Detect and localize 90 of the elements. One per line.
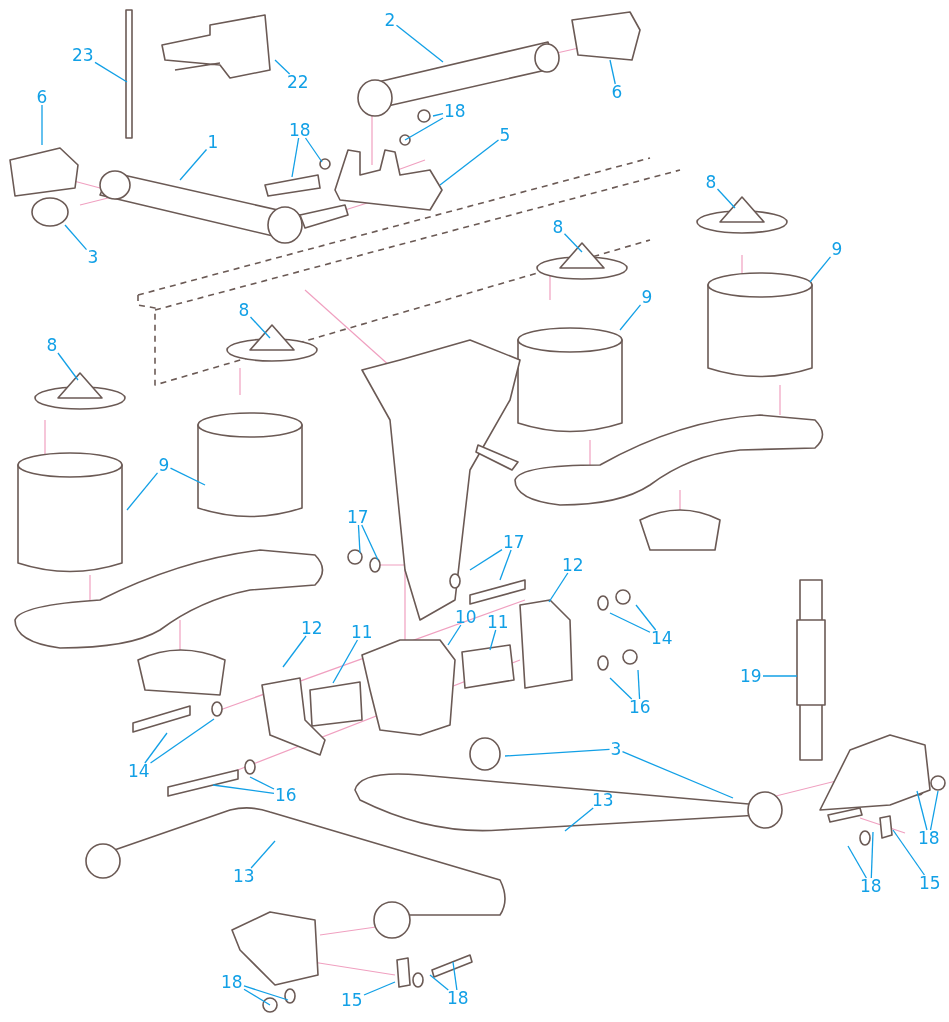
leader-line (809, 256, 832, 283)
leader-line (716, 188, 736, 209)
callout-number: 8 (46, 335, 58, 355)
callout-number: 17 (347, 507, 369, 527)
leader-line (432, 113, 444, 117)
leader-line (499, 549, 512, 581)
callout-number: 23 (72, 45, 94, 65)
leader-line (563, 233, 583, 253)
leader-line (291, 137, 300, 178)
leader-line (144, 732, 168, 764)
leader-line (249, 776, 275, 790)
leader-line (548, 572, 569, 603)
leader-line (363, 981, 396, 996)
leader-line (916, 790, 928, 831)
leader-line (395, 24, 444, 63)
callout-number: 10 (455, 607, 477, 627)
leader-line (609, 677, 633, 700)
leader-line (429, 974, 449, 991)
callout-number: 5 (499, 125, 511, 145)
leader-line (357, 524, 361, 554)
leader-line (41, 104, 43, 146)
callout-number: 18 (918, 828, 940, 848)
leader-line (619, 304, 642, 331)
callout-number: 8 (238, 300, 250, 320)
leader-line (564, 807, 594, 832)
callout-number: 9 (831, 239, 843, 259)
leader-line (149, 718, 215, 764)
callout-number: 18 (447, 988, 469, 1008)
callout-number: 12 (562, 555, 584, 575)
callout-number: 3 (87, 247, 99, 267)
callout-number: 11 (487, 612, 509, 632)
leader-line (243, 988, 271, 1006)
leader-line (126, 472, 159, 511)
leader-line (64, 224, 88, 251)
callout-number: 9 (158, 455, 170, 475)
callout-number: 2 (384, 10, 396, 30)
leader-line (179, 148, 208, 181)
callout-number: 18 (860, 876, 882, 896)
leader-line (892, 829, 926, 876)
leader-line (621, 751, 734, 799)
leader-line (609, 59, 616, 85)
callout-number: 15 (341, 990, 363, 1010)
callout-number: 16 (275, 785, 297, 805)
leader-line (637, 669, 641, 700)
leader-line (57, 352, 79, 381)
leader-line (243, 985, 289, 1001)
leader-line (504, 748, 611, 757)
leader-line (212, 784, 275, 794)
leader-line (249, 316, 271, 339)
callout-number: 14 (128, 761, 150, 781)
leader-line (250, 840, 276, 869)
leader-line (452, 961, 458, 991)
callout-number: 17 (503, 532, 525, 552)
leader-line (361, 524, 379, 561)
callout-number: 22 (287, 72, 309, 92)
leader-line (762, 675, 798, 677)
callout-number: 6 (611, 82, 623, 102)
callout-number: 14 (651, 628, 673, 648)
callout-number: 9 (641, 287, 653, 307)
leader-line (282, 635, 307, 668)
leader-line (169, 467, 206, 486)
callout-number: 8 (552, 217, 564, 237)
leader-line (94, 61, 128, 83)
leader-line (332, 639, 359, 684)
callout-number: 19 (740, 666, 762, 686)
leader-line (847, 845, 868, 879)
leader-line (609, 612, 651, 633)
leader-line (304, 137, 323, 163)
callout-number: 12 (301, 618, 323, 638)
leader-line (274, 59, 291, 75)
callout-number: 15 (919, 873, 941, 893)
callout-number: 8 (705, 172, 717, 192)
leader-line (870, 831, 874, 879)
callout-number: 18 (289, 120, 311, 140)
leader-line (489, 629, 497, 651)
callout-number: 16 (629, 697, 651, 717)
callout-number: 11 (351, 622, 373, 642)
callout-number: 18 (221, 972, 243, 992)
callout-number: 13 (592, 790, 614, 810)
callout-number: 6 (36, 87, 48, 107)
leader-line (439, 139, 500, 186)
callout-number: 3 (610, 739, 622, 759)
leader-line (469, 549, 503, 571)
leader-line (404, 117, 444, 141)
callout-number: 1 (207, 132, 219, 152)
leader-line (635, 604, 657, 631)
leader-line (929, 790, 939, 831)
leader-line (447, 624, 462, 646)
callout-number: 18 (444, 101, 466, 121)
callout-number: 13 (233, 866, 255, 886)
